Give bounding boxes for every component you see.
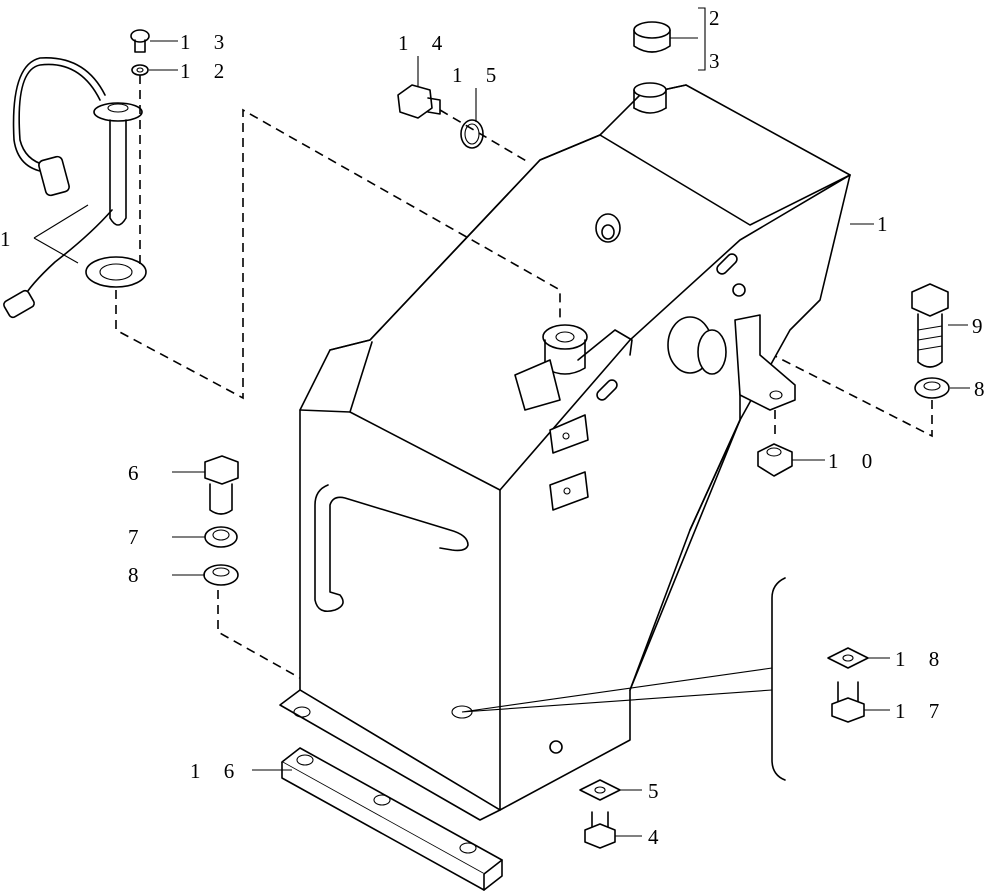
callout-1-left: 1 (0, 227, 20, 251)
callout-4: 4 (648, 825, 668, 849)
group-bracket (771, 577, 786, 781)
callout-6: 6 (128, 461, 148, 485)
callout-13: 1 3 (180, 30, 233, 54)
callout-8-left: 8 (128, 563, 148, 587)
callout-10: 1 0 (828, 449, 881, 473)
o-ring (460, 119, 484, 149)
callout-3: 3 (709, 49, 729, 73)
callout-16: 1 6 (190, 759, 243, 783)
callout-18: 1 8 (895, 647, 948, 671)
callout-8-right: 8 (974, 377, 994, 401)
callout-12: 1 2 (180, 59, 233, 83)
flat-washer (914, 377, 950, 399)
callout-7: 7 (128, 525, 148, 549)
bolt-small (584, 811, 616, 849)
callout-1-right: 1 (877, 212, 897, 236)
callout-14: 1 4 (398, 31, 451, 55)
nut-hex (757, 443, 793, 477)
leader-lines (149, 7, 970, 837)
callout-15: 1 5 (452, 63, 505, 87)
bolt-hex-right (911, 283, 949, 368)
bolt-hex-left (204, 455, 239, 515)
group-leader (461, 667, 773, 713)
bolt-alt (831, 681, 865, 723)
flat-washer (203, 564, 239, 586)
mounting-bar (281, 747, 503, 891)
level-sender (3, 57, 147, 319)
screw-small (130, 29, 150, 53)
drain-plug (397, 84, 441, 119)
callout-2: 2 (709, 6, 729, 30)
filler-cap (633, 21, 671, 53)
assembly-lines (115, 75, 933, 679)
callout-17: 1 7 (895, 699, 948, 723)
washer-small (131, 64, 149, 76)
callout-5: 5 (648, 779, 668, 803)
nut-square-alt (827, 647, 869, 669)
nut-square-small (579, 779, 621, 801)
callout-9: 9 (972, 314, 992, 338)
lock-washer (204, 526, 238, 548)
fuel-tank (279, 82, 851, 821)
